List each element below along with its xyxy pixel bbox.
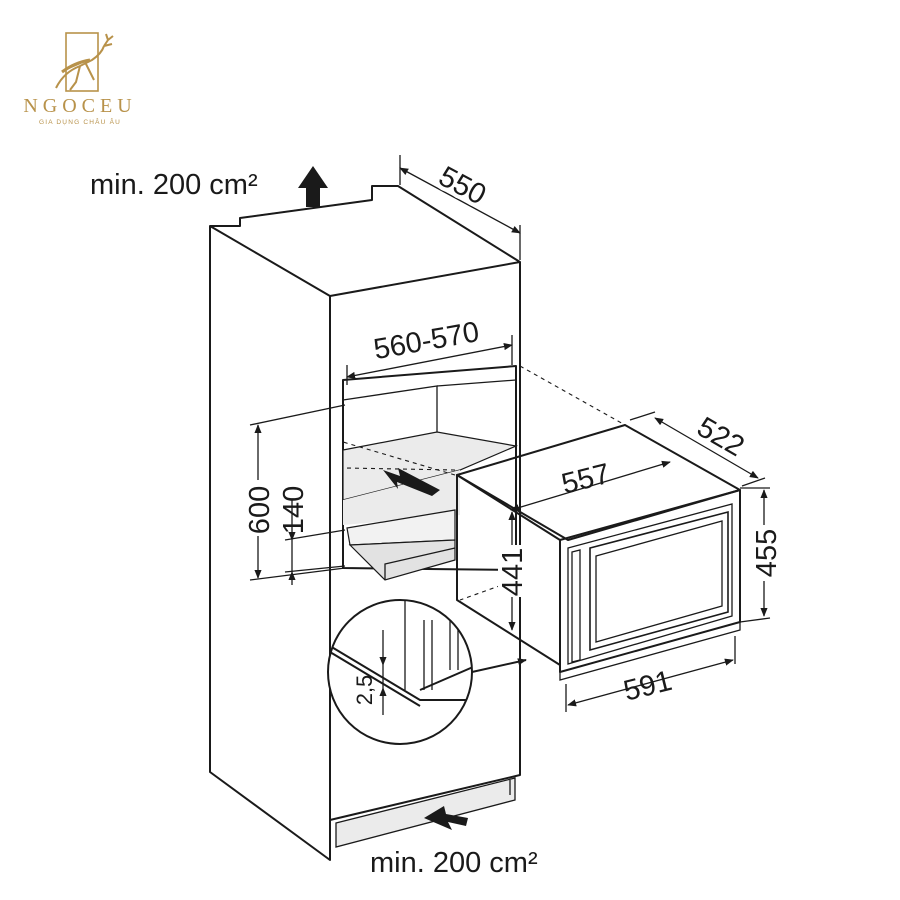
deer-logo-icon [55,32,114,92]
appliance-depth-value: 522 [692,411,750,463]
dim-drawer-height: 140 [278,486,346,585]
total-height-value: 455 [751,529,783,577]
niche-width-value: 560-570 [371,316,481,366]
brand-tagline: GIA DỤNG CHÂU ÂU [39,117,121,126]
top-vent-arrow-icon [298,166,328,207]
vent-bottom-label: min. 200 cm² [370,847,538,879]
vent-top-label: min. 200 cm² [90,169,258,201]
niche-height-value: 600 [244,486,276,534]
front-width-value: 591 [620,665,675,708]
bottom-vent-arrow-icon [424,806,468,830]
dim-total-height: 455 [739,487,783,623]
insert-arrow-icon [383,468,440,496]
dim-niche-depth: 550 550 [399,155,521,260]
dim-niche-height: 600 [244,404,346,581]
appliance-width-value: 557 [558,458,613,501]
gap-detail: 2,5 [327,599,527,745]
niche-depth-value: 550 [433,161,491,212]
dim-appliance-height: 441 [497,511,529,631]
dim-appliance-depth: 522 522 [629,407,766,487]
brand-logo: NGOCEU GIA DỤNG CHÂU ÂU [23,32,136,126]
gap-label: 2,5 [352,675,377,706]
brand-name: NGOCEU [23,95,136,117]
appliance-height-value: 441 [497,548,529,596]
niche-opening [342,365,519,581]
dim-niche-width: 560-570 [346,316,513,385]
dim-appliance-width: 557 [510,458,671,512]
drawer-height-value: 140 [278,486,310,534]
